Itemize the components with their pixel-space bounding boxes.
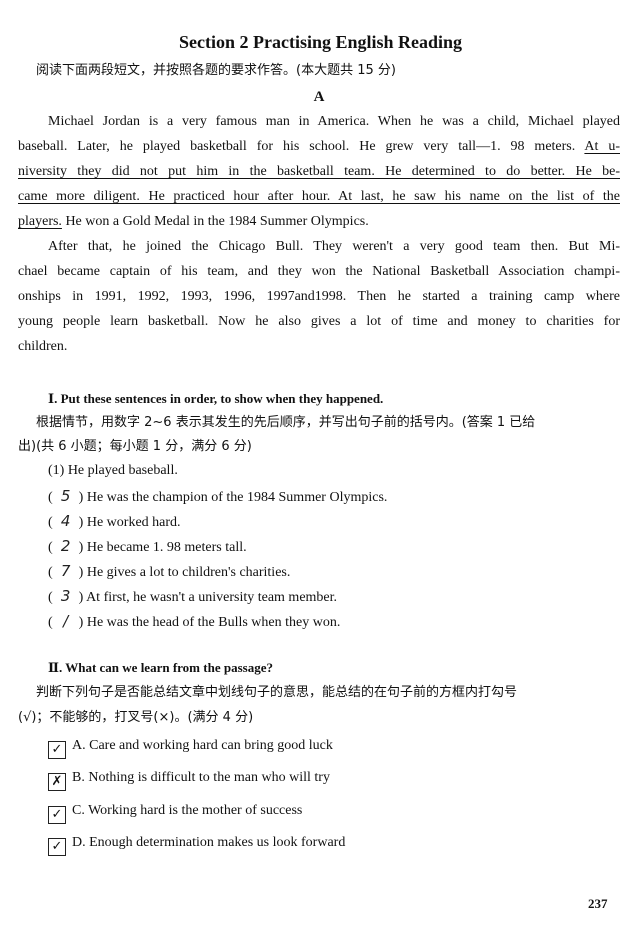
underlined-sentence: players. (18, 214, 62, 229)
page-number: 237 (588, 896, 608, 911)
text-segment: Michael Jordan is a very famous man in A… (48, 114, 620, 129)
part1-instruction: 根据情节，用数字 2~6 表示其发生的先后顺序，并写出句子前的括号内。(答案 1… (36, 415, 536, 430)
given-item: (1) He played baseball. (48, 463, 178, 478)
close-paren: ) (78, 490, 87, 505)
option-text: C. Working hard is the mother of success (72, 803, 303, 818)
section-title: Section 2 Practising English Reading (178, 32, 463, 52)
underlined-sentence: niversity they did not put him in the ba… (18, 164, 620, 179)
order-item: (2) He became 1. 98 meters tall. (48, 537, 641, 557)
item-text: He became 1. 98 meters tall. (86, 540, 247, 555)
paragraph-line: came more diligent. He practiced hour af… (18, 188, 620, 206)
open-paren: ( (48, 540, 53, 555)
paragraph-line: Michael Jordan is a very famous man in A… (48, 113, 620, 131)
order-item: (7) He gives a lot to children's chariti… (48, 562, 641, 582)
close-paren: ) (78, 615, 87, 630)
option-text: B. Nothing is difficult to the man who w… (72, 770, 330, 785)
order-item: (3) At first, he wasn't a university tea… (48, 587, 641, 607)
checkbox[interactable]: ✗ (48, 773, 66, 791)
paragraph-line: players. He won a Gold Medal in the 1984… (18, 213, 620, 231)
answer-field[interactable]: 7 (60, 562, 71, 580)
order-item: ( /) He was the head of the Bulls when th… (48, 612, 641, 632)
close-paren: ) (78, 515, 87, 530)
open-paren: ( (48, 565, 53, 580)
order-item: (4) He worked hard. (48, 512, 641, 532)
answer-field[interactable]: 3 (60, 587, 71, 605)
open-paren: ( (48, 490, 53, 505)
underlined-sentence: came more diligent. He practiced hour af… (18, 189, 620, 204)
item-text: He was the head of the Bulls when they w… (86, 615, 341, 630)
close-paren: ) (78, 540, 87, 555)
instruction: 阅读下面两段短文，并按照各题的要求作答。(本大题共 15 分) (36, 63, 396, 78)
item-text: He worked hard. (86, 515, 181, 530)
answer-field[interactable]: 5 (60, 487, 71, 505)
passage-label: A (313, 89, 325, 105)
item-text: He was the champion of the 1984 Summer O… (86, 490, 388, 505)
part2-instruction-2: (√)；不能够的，打叉号(×)。(满分 4 分) (18, 710, 254, 725)
answer-field[interactable]: 4 (60, 512, 71, 530)
paragraph-line: baseball. Later, he played basketball fo… (18, 138, 620, 156)
item-text: At first, he wasn't a university team me… (86, 590, 338, 605)
paragraph-line: chael became captain of his team, and th… (18, 264, 620, 279)
judgement-option: ✓ A. Care and working hard can bring good… (48, 737, 641, 759)
answer-field[interactable]: / (63, 612, 69, 630)
close-paren: ) (78, 565, 87, 580)
part2-instruction: 判断下列句子是否能总结文章中划线句子的意思，能总结的在句子前的方框内打勾号 (36, 685, 518, 700)
open-paren: ( (48, 590, 53, 605)
underlined-sentence: At u- (584, 139, 620, 154)
checkbox[interactable]: ✓ (48, 806, 66, 824)
open-paren: ( (48, 515, 53, 530)
part1-heading: Ⅰ. Put these sentences in order, to show… (48, 391, 384, 406)
open-paren: ( (48, 615, 53, 630)
paragraph-line: niversity they did not put him in the ba… (18, 163, 620, 181)
judgement-option: ✓ C. Working hard is the mother of succes… (48, 802, 641, 824)
judgement-option: ✗ B. Nothing is difficult to the man who … (48, 769, 641, 791)
option-text: A. Care and working hard can bring good … (72, 738, 333, 753)
item-text: He gives a lot to children's charities. (86, 565, 291, 580)
close-paren: ) (78, 590, 87, 605)
paragraph-line: young people learn basketball. Now he al… (18, 314, 620, 329)
part1-instruction-2: 出)(共 6 小题；每小题 1 分，满分 6 分) (18, 439, 252, 454)
answer-field[interactable]: 2 (60, 537, 71, 555)
text-segment: baseball. Later, he played basketball fo… (18, 139, 585, 154)
paragraph-line: children. (18, 339, 68, 354)
judgement-option: ✓ D. Enough determination makes us look f… (48, 834, 641, 856)
checkbox[interactable]: ✓ (48, 741, 66, 759)
paragraph-line: After that, he joined the Chicago Bull. … (48, 239, 620, 254)
text-segment: He won a Gold Medal in the 1984 Summer O… (61, 214, 369, 229)
option-text: D. Enough determination makes us look fo… (72, 835, 346, 850)
checkbox[interactable]: ✓ (48, 838, 66, 856)
order-item: (5) He was the champion of the 1984 Summ… (48, 487, 641, 507)
paragraph-line: onships in 1991, 1992, 1993, 1996, 1997a… (18, 289, 620, 304)
part2-heading: Ⅱ. What can we learn from the passage? (48, 660, 273, 675)
